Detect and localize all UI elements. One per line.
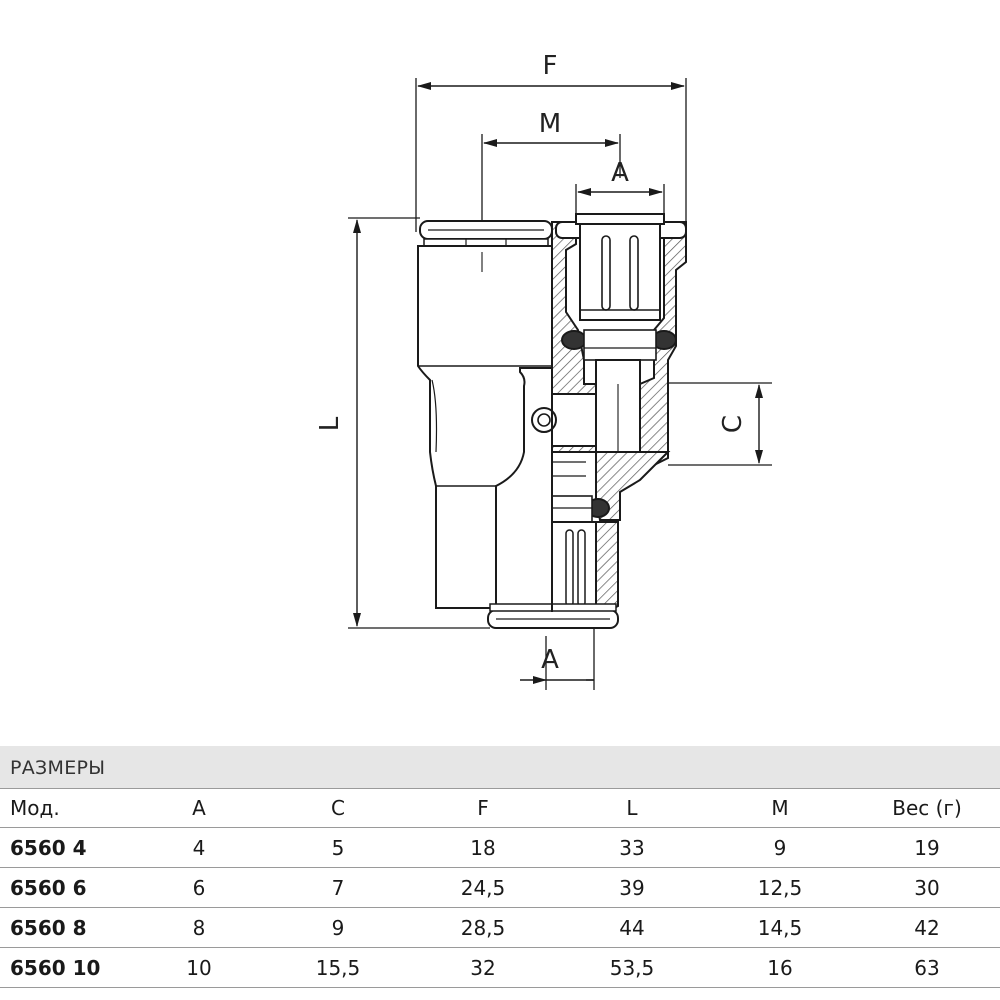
cell-a: 4 [130, 827, 268, 868]
dimension-lines [353, 82, 763, 684]
cell-model: 6560 10 [0, 947, 130, 988]
cell-m: 9 [706, 827, 854, 868]
cell-model: 6560 6 [0, 867, 130, 908]
col-header-m: M [706, 789, 854, 828]
dimensions-table-section: РАЗМЕРЫ Мод. A C F L M Вес (г) 6560 4 4 … [0, 746, 1000, 988]
col-header-c: C [268, 789, 408, 828]
cell-c: 5 [268, 827, 408, 868]
dim-label-F: F [543, 51, 558, 81]
lower-wall [595, 521, 619, 614]
table-header-row: Мод. A C F L M Вес (г) [0, 789, 1000, 828]
dim-label-A-top: A [611, 158, 629, 188]
cell-l: 53,5 [558, 947, 706, 988]
table-row: 6560 10 10 15,5 32 53,5 16 63 [0, 947, 1000, 988]
dim-label-A-bottom: A [541, 645, 559, 675]
cell-c: 9 [268, 907, 408, 948]
o-ring-right-l [561, 330, 587, 350]
table-row: 6560 6 6 7 24,5 39 12,5 30 [0, 867, 1000, 908]
y-connector-drawing: F M A L C A [315, 51, 772, 690]
cell-l: 33 [558, 827, 706, 868]
cell-m: 12,5 [706, 867, 854, 908]
left-collet-ring [419, 220, 553, 247]
table-row: 6560 4 4 5 18 33 9 19 [0, 827, 1000, 868]
cell-weight: 63 [854, 947, 1000, 988]
cell-f: 28,5 [408, 907, 558, 948]
right-collet [555, 213, 687, 321]
col-header-l: L [558, 789, 706, 828]
cell-c: 7 [268, 867, 408, 908]
cell-weight: 19 [854, 827, 1000, 868]
col-header-model: Мод. [0, 789, 130, 828]
section-title: РАЗМЕРЫ [0, 746, 1000, 789]
dim-label-C: C [718, 415, 748, 433]
dim-label-M: M [539, 109, 561, 139]
cell-weight: 42 [854, 907, 1000, 948]
cell-weight: 30 [854, 867, 1000, 908]
cell-model: 6560 4 [0, 827, 130, 868]
dim-label-L: L [315, 416, 345, 431]
cell-m: 14,5 [706, 907, 854, 948]
cell-model: 6560 8 [0, 907, 130, 948]
cell-l: 39 [558, 867, 706, 908]
cell-l: 44 [558, 907, 706, 948]
left-body [417, 245, 553, 609]
cell-c: 15,5 [268, 947, 408, 988]
cell-f: 18 [408, 827, 558, 868]
col-header-a: A [130, 789, 268, 828]
col-header-weight: Вес (г) [854, 789, 1000, 828]
cell-a: 8 [130, 907, 268, 948]
center-junction [551, 393, 597, 447]
table-row: 6560 8 8 9 28,5 44 14,5 42 [0, 907, 1000, 948]
lower-collet [551, 521, 597, 613]
dimensions-table: Мод. A C F L M Вес (г) 6560 4 4 5 18 33 … [0, 789, 1000, 988]
col-header-f: F [408, 789, 558, 828]
cell-a: 10 [130, 947, 268, 988]
cell-m: 16 [706, 947, 854, 988]
cell-f: 24,5 [408, 867, 558, 908]
cell-f: 32 [408, 947, 558, 988]
cell-a: 6 [130, 867, 268, 908]
